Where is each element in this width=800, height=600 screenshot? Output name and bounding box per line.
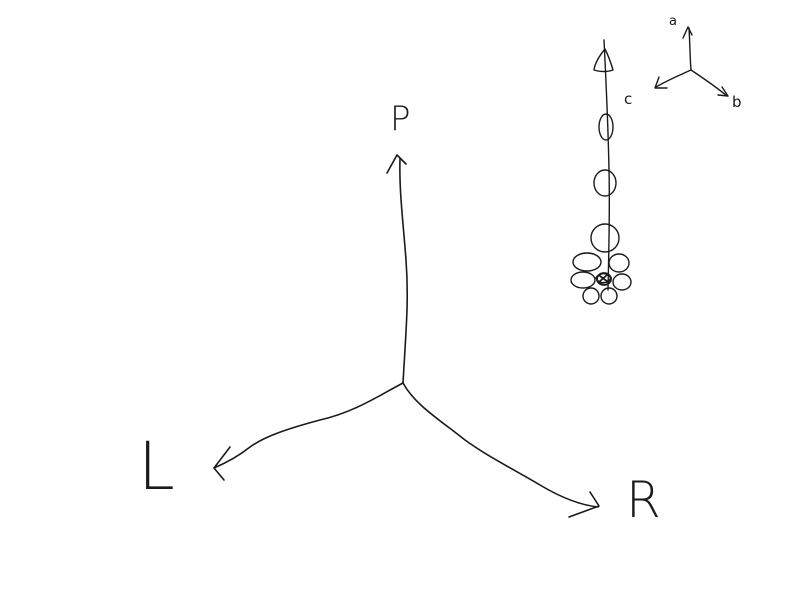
main-axis-up-label: P	[390, 99, 411, 139]
flower-petal	[570, 271, 596, 289]
main-axes-diagram	[213, 154, 600, 518]
main-axis-right	[402, 382, 599, 508]
chain-sketch	[570, 39, 632, 305]
flower-petal	[600, 287, 618, 305]
main-axis-left	[213, 382, 404, 469]
main-axis-left-label: L	[138, 428, 175, 505]
small-axis-right	[690, 69, 728, 97]
main-axis-right-label: R	[626, 471, 661, 529]
flower-center-scribble	[595, 272, 612, 284]
small-axis-left-label: c	[624, 90, 632, 108]
small-axis-right-label: b	[732, 93, 742, 111]
small-axis-up-label: a	[669, 14, 677, 29]
small-axis-left-arrowhead	[654, 76, 668, 89]
flower-cluster	[570, 252, 632, 305]
flower-petal	[582, 287, 600, 305]
small-axis-up	[688, 27, 692, 71]
chain-line	[603, 39, 611, 291]
chain-loop-2	[598, 113, 614, 141]
flower-petal	[612, 273, 632, 291]
small-axis-right-arrowhead	[717, 86, 729, 97]
main-axis-right-arrowhead	[568, 491, 600, 518]
main-axis-up	[399, 157, 409, 384]
small-axis-left	[655, 69, 692, 88]
chain-loop-4	[590, 223, 620, 253]
chain-loop-3	[593, 169, 617, 197]
small-axis-up-arrowhead	[682, 26, 693, 39]
flower-petal	[608, 253, 630, 273]
chain-loop-1	[593, 48, 614, 73]
small-axes-diagram	[654, 26, 729, 97]
main-axis-left-arrowhead	[213, 446, 231, 481]
main-axis-up-arrowhead	[386, 154, 407, 174]
flower-petal	[572, 252, 602, 272]
